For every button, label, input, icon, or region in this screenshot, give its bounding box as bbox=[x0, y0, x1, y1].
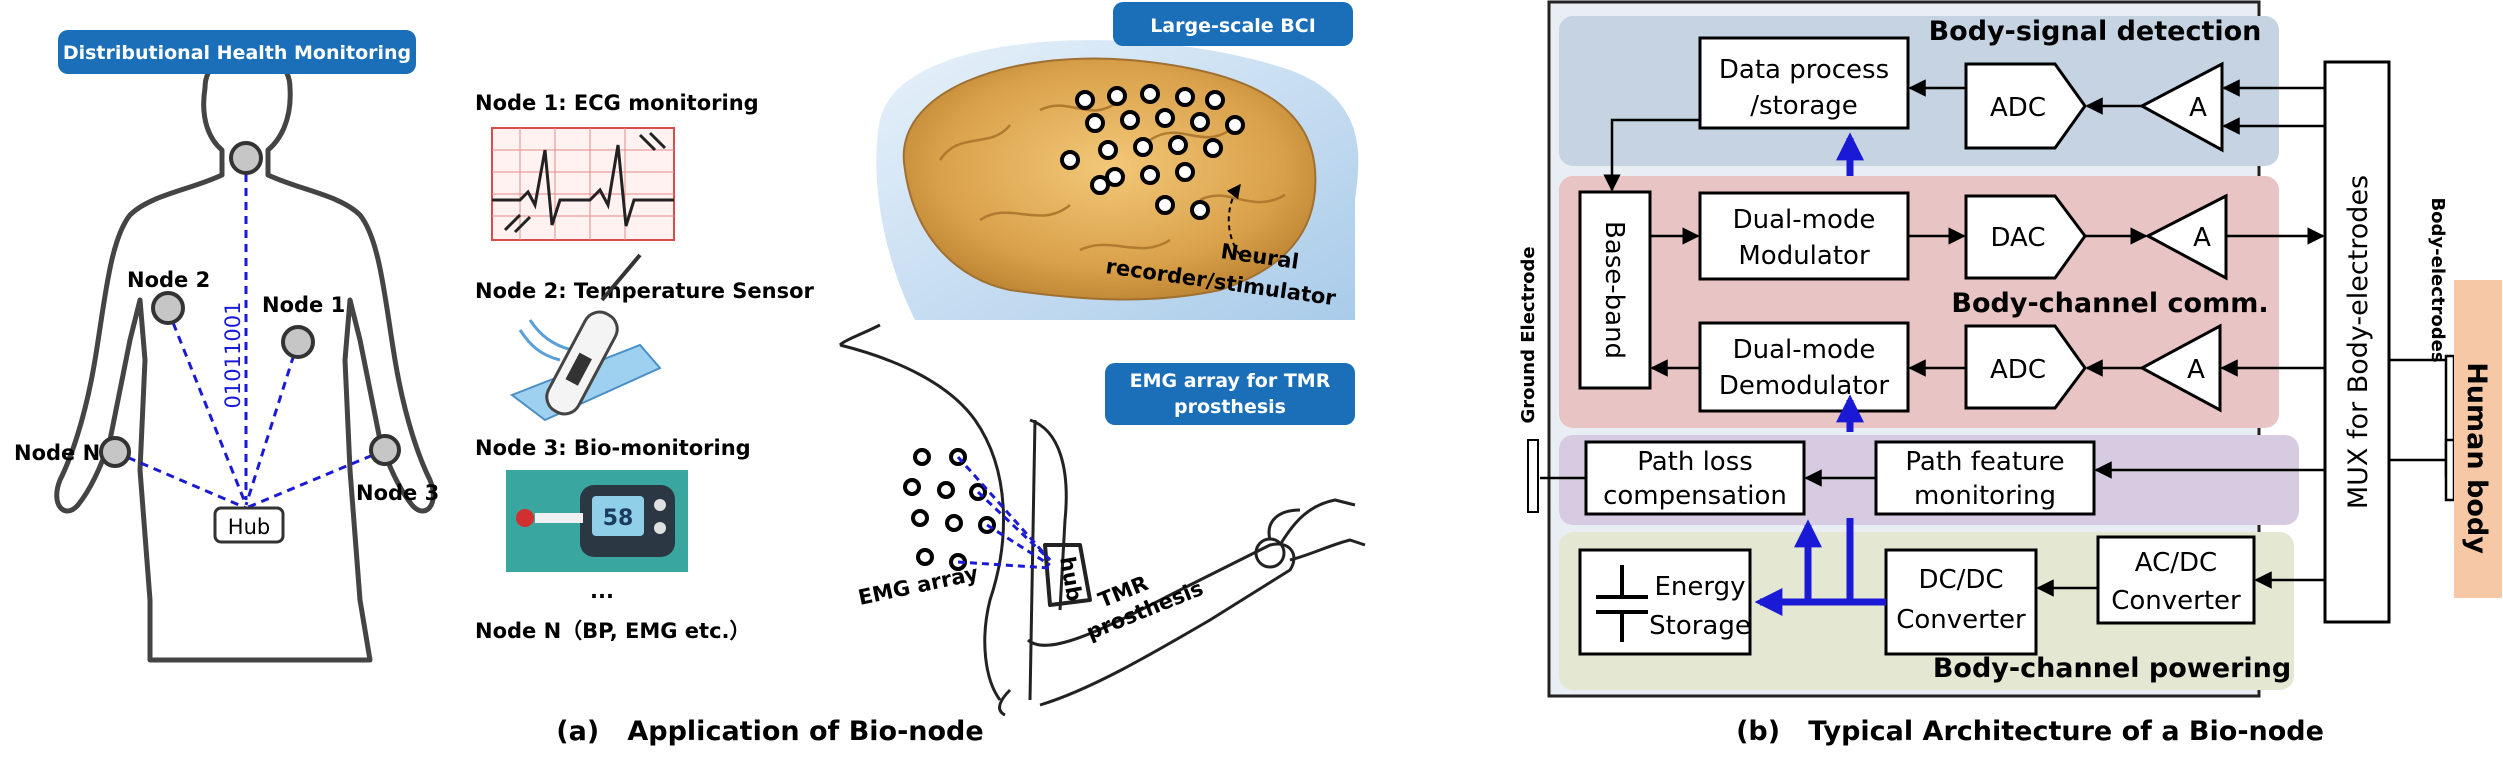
bci-electrodes bbox=[1060, 84, 1245, 220]
mux-block bbox=[2323, 60, 2391, 624]
acdc-label-1: AC/DC bbox=[2135, 548, 2217, 578]
data-process-label-1: Data process bbox=[1719, 55, 1889, 85]
detection-title: Body-signal detection bbox=[1929, 16, 2262, 47]
hub-box bbox=[213, 506, 285, 544]
ground-electrode-plate bbox=[1527, 439, 1539, 513]
adc-mid-block bbox=[1964, 324, 2087, 410]
emg-badge bbox=[1105, 363, 1355, 425]
bci-badge bbox=[1113, 2, 1353, 46]
emg-array-label: EMG array bbox=[856, 561, 981, 610]
blue-control-arrows bbox=[1754, 132, 1886, 616]
mux-label: MUX for Body-electrodes bbox=[2343, 175, 2374, 509]
dcdc-block bbox=[1884, 548, 2038, 656]
pathfeat-label-2: monitoring bbox=[1914, 481, 2056, 511]
ecg-image bbox=[491, 127, 675, 241]
demod-label-2: Demodulator bbox=[1719, 371, 1889, 401]
energy-label-1: Energy bbox=[1654, 572, 1745, 602]
adc-mid-label: ADC bbox=[1990, 355, 2046, 385]
baseband-label: Base-band bbox=[1599, 221, 1629, 359]
body-electrodes-label: Body-electrodes bbox=[2427, 197, 2448, 362]
amp-top-label: A bbox=[2189, 93, 2207, 123]
modulator-label-2: Modulator bbox=[1738, 241, 1870, 271]
dcdc-label-1: DC/DC bbox=[1918, 565, 2003, 595]
arm-prosthesis-drawing bbox=[838, 323, 1366, 717]
node-2-marker bbox=[151, 291, 185, 325]
glucose-reading: 58 bbox=[603, 506, 634, 531]
node-links bbox=[114, 160, 386, 510]
data-process-block bbox=[1698, 36, 1910, 130]
caption-b: (b) Typical Architecture of a Bio-node bbox=[1736, 716, 2324, 747]
health-badge-text: Distributional Health Monitoring bbox=[63, 42, 411, 64]
node-2-desc: Node 2: Temperature Sensor bbox=[475, 279, 815, 303]
emg-electrodes bbox=[903, 448, 996, 571]
pathfeat-label-1: Path feature bbox=[1905, 447, 2064, 477]
signal-arrows bbox=[1540, 79, 2325, 597]
dac-block bbox=[1964, 194, 2087, 280]
pathloss-label-1: Path loss bbox=[1637, 447, 1753, 477]
demodulator-block bbox=[1698, 321, 1910, 413]
node-1-label: Node 1 bbox=[262, 293, 345, 317]
hub-label: Hub bbox=[228, 515, 270, 539]
sensor-nodes bbox=[99, 141, 401, 468]
emg-links bbox=[956, 456, 1052, 570]
health-badge bbox=[58, 30, 416, 74]
neural-label-arrow bbox=[1226, 183, 1241, 256]
node-n-desc: Node N（BP, EMG etc.） bbox=[475, 619, 751, 643]
emg-badge-text-2: prosthesis bbox=[1174, 396, 1286, 418]
node-3-marker bbox=[369, 434, 401, 466]
amp-bot-label: A bbox=[2187, 355, 2205, 385]
adc-top-label: ADC bbox=[1990, 93, 2046, 123]
capacitor-icon bbox=[1596, 565, 1648, 642]
amp-top-block bbox=[2138, 61, 2224, 153]
dcdc-label-2: Converter bbox=[1896, 605, 2026, 635]
acdc-label-2: Converter bbox=[2111, 586, 2241, 616]
pathloss-label-2: compensation bbox=[1603, 481, 1787, 511]
body-electrode-wires bbox=[2389, 354, 2456, 502]
node-1-desc: Node 1: ECG monitoring bbox=[475, 91, 759, 115]
node-3-desc: Node 3: Bio-monitoring bbox=[475, 436, 751, 460]
modulator-block bbox=[1698, 191, 1910, 281]
energy-block bbox=[1578, 548, 1752, 656]
node-n-marker bbox=[99, 436, 131, 468]
data-process-label-2: /storage bbox=[1750, 91, 1858, 121]
bit-stream-label: 01011001 bbox=[221, 302, 245, 409]
node-2-label: Node 2 bbox=[127, 268, 210, 292]
node-head bbox=[229, 141, 263, 175]
emg-badge-text-1: EMG array for TMR bbox=[1130, 370, 1331, 392]
modulator-label-1: Dual-mode bbox=[1733, 205, 1876, 235]
amp-mid-label: A bbox=[2193, 223, 2211, 253]
node-list-dots: ... bbox=[590, 579, 614, 603]
caption-a: (a) Application of Bio-node bbox=[556, 716, 983, 747]
acdc-block bbox=[2096, 535, 2256, 625]
amp-bot-block bbox=[2138, 323, 2222, 413]
node-3-label: Node 3 bbox=[356, 481, 439, 505]
glucose-meter-image: 58 bbox=[506, 470, 688, 572]
comm-title: Body-channel comm. bbox=[1951, 288, 2268, 319]
demod-label-1: Dual-mode bbox=[1733, 335, 1876, 365]
ground-electrode-label: Ground Electrode bbox=[1518, 246, 1539, 423]
adc-top-block bbox=[1964, 62, 2087, 150]
bci-badge-text: Large-scale BCI bbox=[1150, 15, 1316, 37]
powering-title: Body-channel powering bbox=[1933, 653, 2291, 684]
thermometer-image bbox=[509, 253, 662, 422]
dac-label: DAC bbox=[1990, 223, 2045, 253]
human-body-box bbox=[2454, 280, 2502, 598]
pathloss-block bbox=[1584, 440, 1806, 516]
baseband-block bbox=[1578, 190, 1652, 390]
node-n-label: Node N bbox=[14, 441, 100, 465]
energy-label-2: Storage bbox=[1649, 611, 1751, 641]
node-1-marker bbox=[281, 325, 315, 359]
human-body-label: Human body bbox=[2461, 362, 2492, 554]
